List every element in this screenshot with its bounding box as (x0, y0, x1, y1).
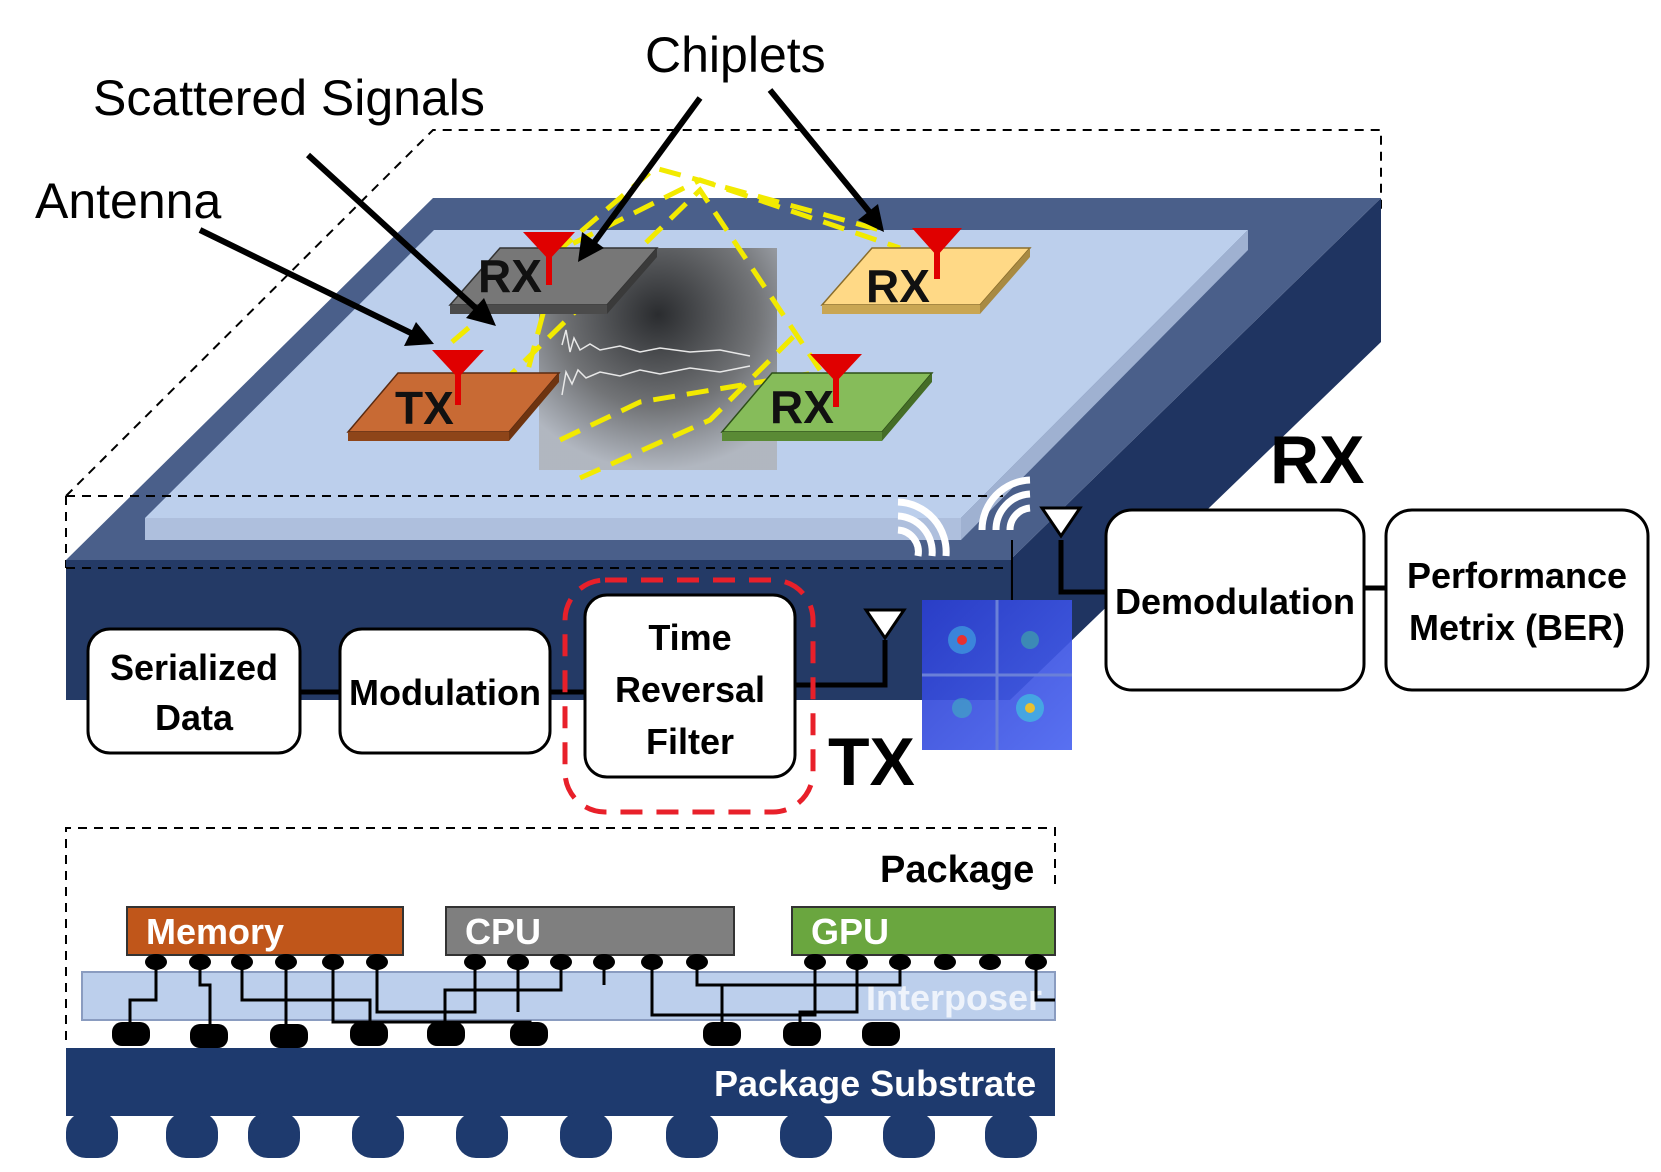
gpu-die (791, 906, 1056, 956)
block-line: Time (648, 617, 731, 658)
memory-die (126, 906, 404, 956)
block-line: Reversal (615, 669, 765, 710)
block-modulation: Modulation (338, 627, 552, 755)
block-serialized-data: Serialized Data (86, 627, 302, 755)
cpu-die (445, 906, 735, 956)
block-line: Filter (646, 721, 734, 762)
block-line: Demodulation (1115, 581, 1355, 622)
scattered-signals-callout: Scattered Signals (93, 70, 485, 126)
package-substrate-layer (66, 1048, 1055, 1116)
field-heatmap-inset (922, 600, 1072, 750)
solder-balls (66, 1112, 1037, 1158)
package-substrate-label: Package Substrate (714, 1063, 1036, 1104)
block-time-reversal-filter: Time Reversal Filter (562, 577, 816, 815)
rx-chain-connectors (1058, 540, 1386, 595)
wireless-wave-icon (897, 498, 950, 557)
microbumps (145, 954, 1047, 970)
chiplets-callout: Chiplets (645, 27, 826, 83)
block-line: Performance (1407, 555, 1627, 596)
interposer-layer (81, 971, 1056, 1021)
block-line: Data (155, 697, 234, 738)
rx-antenna-icon (1039, 506, 1083, 539)
block-performance-metrix: Performance Metrix (BER) (1384, 508, 1650, 692)
block-line: Metrix (BER) (1409, 607, 1625, 648)
antenna-callout: Antenna (35, 173, 221, 229)
callout-arrows (198, 88, 884, 346)
memory-label: Memory (146, 911, 284, 952)
antenna-icon (912, 228, 962, 279)
chiplet-label: TX (395, 382, 454, 434)
c4-bumps (112, 1022, 900, 1048)
chiplet-label: RX (770, 381, 834, 433)
wireless-wave-icon (978, 476, 1031, 531)
chiplet-rx-yellow: RX (820, 247, 1032, 314)
antenna-icon (523, 232, 575, 285)
package-title: Package (880, 849, 1034, 891)
interposer-label: Interposer (866, 977, 1042, 1018)
cpu-label: CPU (465, 911, 541, 952)
block-demodulation: Demodulation (1104, 508, 1366, 692)
tx-side-label: TX (828, 724, 915, 800)
package-cross-section: Package Interposer Memory CPU GPU (65, 827, 1056, 1158)
chiplet-label: RX (478, 250, 542, 302)
gpu-label: GPU (811, 911, 889, 952)
package-side-face (1010, 198, 1381, 700)
chiplet-label: RX (866, 260, 930, 312)
antenna-icon (432, 350, 484, 405)
block-line: Serialized (110, 647, 278, 688)
block-line: Modulation (349, 672, 541, 713)
chiplet-rx-green: RX (720, 372, 934, 441)
chiplet-tx-orange: TX (346, 372, 561, 441)
antenna-icon (810, 354, 862, 407)
tx-antenna-icon (863, 608, 907, 641)
rx-side-label: RX (1270, 422, 1364, 498)
